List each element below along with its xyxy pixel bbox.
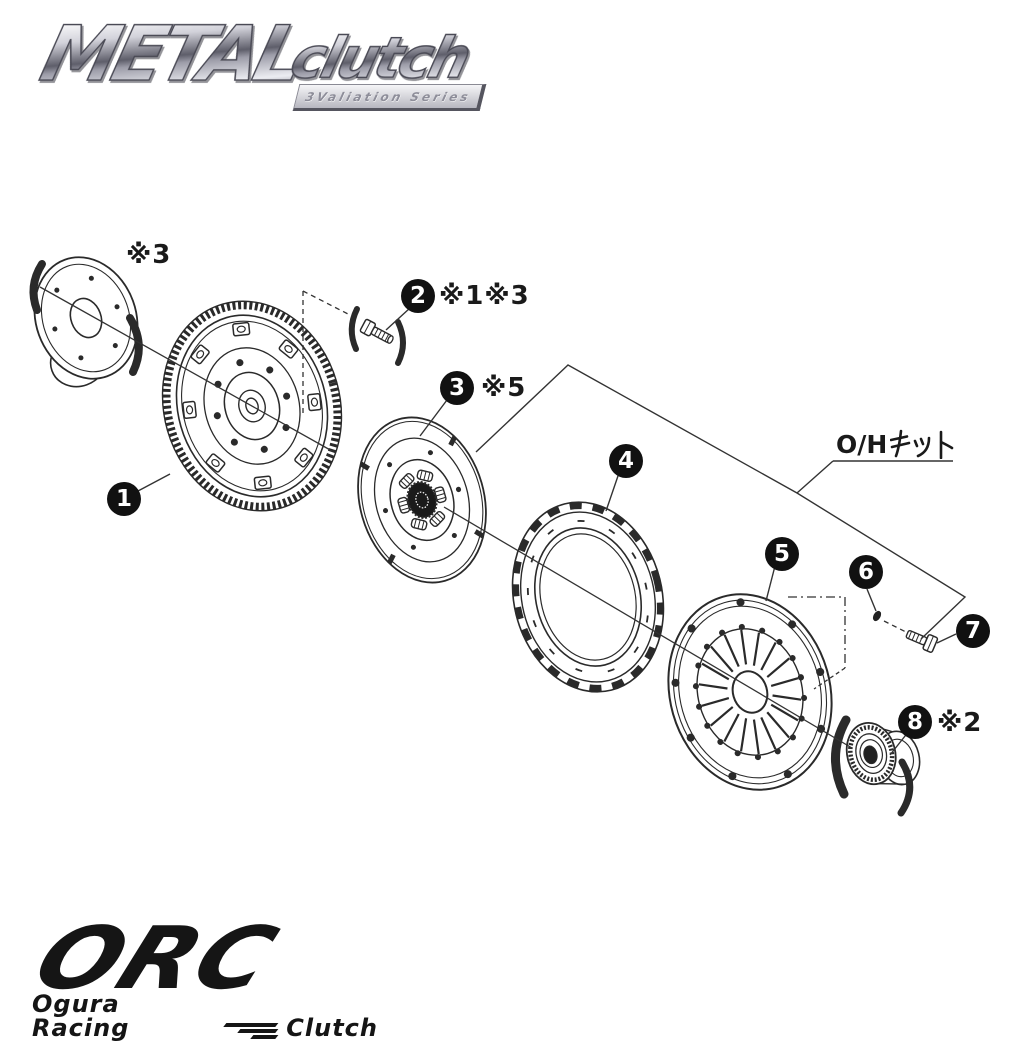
cover-bolt-group [905, 629, 939, 653]
diaphragm-fingers [698, 629, 802, 755]
axis-lines [39, 286, 853, 749]
rotation-arc-right [897, 758, 914, 817]
adapter-plate-note: ※3 [126, 240, 172, 270]
part-1-badge: 1 [107, 482, 141, 516]
clutch-cover-group [667, 593, 833, 791]
oh-kit-katakana-glyphs [890, 429, 954, 459]
rotation-arc-left [348, 306, 360, 352]
oh-kit-bracket-lines [475, 364, 967, 640]
speed-lines-icon [223, 1022, 279, 1041]
clutch-disc-group [357, 416, 487, 584]
pin-group [872, 610, 882, 622]
part-3-badge: 3 [440, 371, 474, 405]
adapter-plate-group [29, 256, 143, 388]
oh-kit-label-latin: O/H [836, 429, 888, 459]
part-2-badge: 2 [401, 279, 435, 313]
leader-lines [137, 307, 957, 756]
part-2-note: ※1※3 [439, 281, 530, 311]
oh-kit-label: O/H [836, 429, 956, 459]
part-8-note: ※2 [937, 708, 983, 738]
disc-rim-marks [359, 435, 485, 565]
orc-logo: ORC Ogura Racing Clutch [20, 909, 378, 1040]
part-7-badge: 7 [956, 614, 990, 648]
phantom-lines [302, 290, 907, 690]
rotation-arc-right [126, 314, 143, 376]
flywheel-bolt-group [348, 306, 406, 366]
release-sleeve-group [831, 715, 921, 817]
part-8-badge: 8 [898, 705, 932, 739]
part-6-badge: 6 [849, 555, 883, 589]
orc-wordmark: ORC [20, 909, 291, 1009]
part-3-note: ※5 [481, 373, 527, 403]
part-4-badge: 4 [609, 444, 643, 478]
rotation-arc-left [29, 260, 46, 314]
intermediate-plate-group [511, 501, 665, 693]
part-5-badge: 5 [765, 537, 799, 571]
rotation-arc-left [831, 715, 851, 799]
clutch-text: Clutch [286, 1014, 378, 1042]
rotation-arc-right [395, 319, 406, 366]
